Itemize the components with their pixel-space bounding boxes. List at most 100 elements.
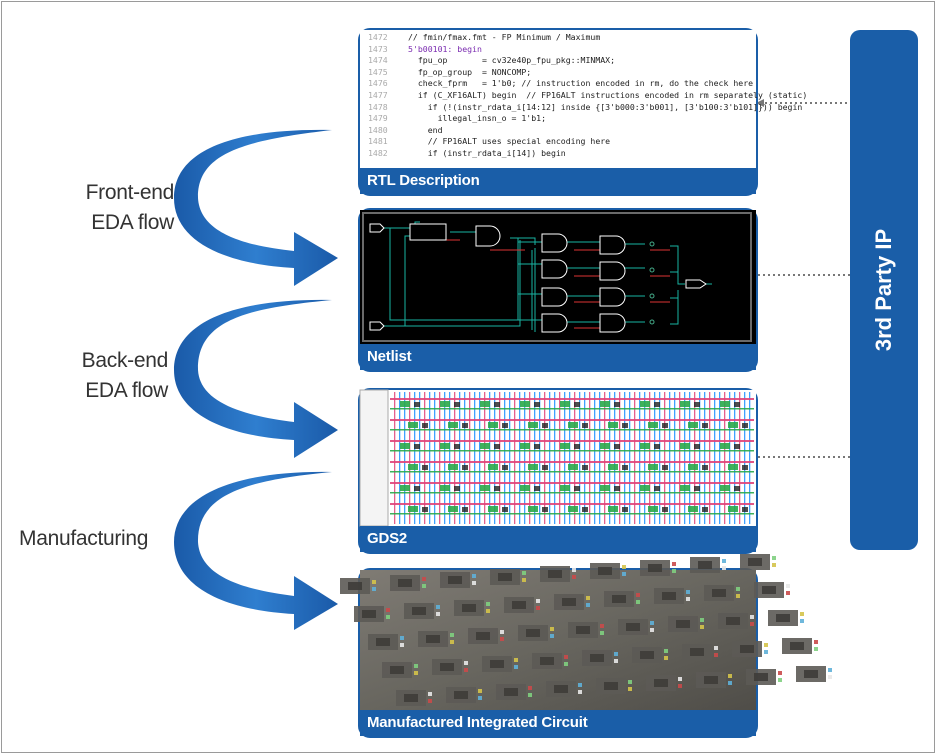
gds2-contact [422, 423, 428, 428]
gds2-cell [408, 506, 418, 512]
ic-pad [550, 634, 554, 638]
ic-pad [786, 584, 790, 588]
gds2-metal-line [734, 392, 736, 524]
gds2-contact [614, 402, 620, 407]
ic-core [748, 558, 762, 566]
ic-pad [478, 696, 482, 700]
ic-core [676, 620, 690, 628]
gds2-contact [542, 507, 548, 512]
gds2-cell [400, 443, 410, 449]
code-line-number: 1475 [368, 66, 388, 77]
gds2-metal-line [669, 392, 671, 524]
ic-pad [450, 640, 454, 644]
ic-pad [550, 627, 554, 631]
gds2-poly-line [390, 513, 754, 515]
gds2-contact [574, 444, 580, 449]
ic-pad [764, 650, 768, 654]
gds2-cell [608, 422, 618, 428]
code-line-text: end [408, 124, 443, 135]
ic-pad [686, 597, 690, 601]
code-line-text: // FP16ALT uses special encoding here [408, 136, 611, 147]
ic-pad [536, 599, 540, 603]
ic-core [648, 564, 662, 572]
ic-pad [750, 622, 754, 626]
gds2-cell [720, 485, 730, 491]
gds2-cell [608, 506, 618, 512]
ic-pad [628, 680, 632, 684]
code-line-text: fpu_op = cv32e40p_fpu_pkg::MINMAX; [408, 55, 616, 66]
gds2-cell [720, 443, 730, 449]
ic-pad [772, 556, 776, 560]
ic-pad [436, 605, 440, 609]
gds2-contact [454, 486, 460, 491]
ic-pad [486, 602, 490, 606]
ic-pad [622, 572, 626, 576]
ic-pad [500, 630, 504, 634]
gds2-cell [728, 506, 738, 512]
ic-core [604, 682, 618, 690]
code-line-number: 1480 [368, 124, 388, 135]
gds2-metal-line [409, 392, 411, 524]
gds2-metal-line [709, 392, 711, 524]
ic-core [398, 579, 412, 587]
gds2-card: GDS2 [358, 388, 758, 554]
ic-pad [586, 603, 590, 607]
gds2-metal-line [404, 392, 406, 524]
gds2-cell [488, 506, 498, 512]
ic-core [554, 685, 568, 693]
gds2-metal-line [674, 392, 676, 524]
code-line: 1481 // FP16ALT uses special encoding he… [360, 136, 756, 148]
gds2-cell [480, 443, 490, 449]
netlist-output-buffer [685, 279, 707, 289]
ic-core [362, 610, 376, 618]
gds2-metal-line [569, 392, 571, 524]
ic-pad [400, 643, 404, 647]
ic-pad [472, 581, 476, 585]
gds2-cell [488, 422, 498, 428]
gds2-contact [542, 423, 548, 428]
gds2-metal-line [474, 392, 476, 524]
code-line: 1475 fp_op_group = NONCOMP; [360, 67, 756, 79]
ic-pad [728, 674, 732, 678]
gds2-contact [654, 444, 660, 449]
ic-pad [578, 683, 582, 687]
gds2-contact [734, 402, 740, 407]
ic-pad [778, 678, 782, 682]
ic-core [640, 651, 654, 659]
gds2-metal-line [624, 392, 626, 524]
gds2-metal-line [744, 392, 746, 524]
gds2-poly-line [390, 450, 754, 452]
ic-core [690, 648, 704, 656]
ic-pad [478, 689, 482, 693]
code-line-number: 1479 [368, 113, 388, 124]
front-end-label: Front-end EDA flow [85, 181, 175, 234]
gds2-cell [400, 401, 410, 407]
ic-pad [372, 587, 376, 591]
rtl-card: 1472// fmin/fmax.fmt - FP Minimum / Maxi… [358, 28, 807, 196]
gds2-cell [448, 422, 458, 428]
ic-pad [464, 661, 468, 665]
ic-core [762, 586, 776, 594]
ic-pad [422, 577, 426, 581]
gds2-metal-line [689, 392, 691, 524]
gds2-metal-line [584, 392, 586, 524]
ic-pad [814, 647, 818, 651]
code-line-text: if (C_XF16ALT) begin // FP16ALT instruct… [408, 89, 808, 100]
ic-pad [572, 575, 576, 579]
gds2-metal-line [589, 392, 591, 524]
gds2-metal-line [749, 392, 751, 524]
gds2-metal-line [634, 392, 636, 524]
ic-core [476, 632, 490, 640]
ic-core [448, 576, 462, 584]
gds2-cell [568, 464, 578, 470]
gds2-contact [742, 507, 748, 512]
ic-pad [386, 615, 390, 619]
gds2-cell [400, 485, 410, 491]
gds2-metal-line [564, 392, 566, 524]
gds2-metal-line [619, 392, 621, 524]
ic-core [498, 573, 512, 581]
ic-pad [514, 665, 518, 669]
gds2-metal-line [399, 392, 401, 524]
gds2-poly-line [390, 429, 754, 431]
